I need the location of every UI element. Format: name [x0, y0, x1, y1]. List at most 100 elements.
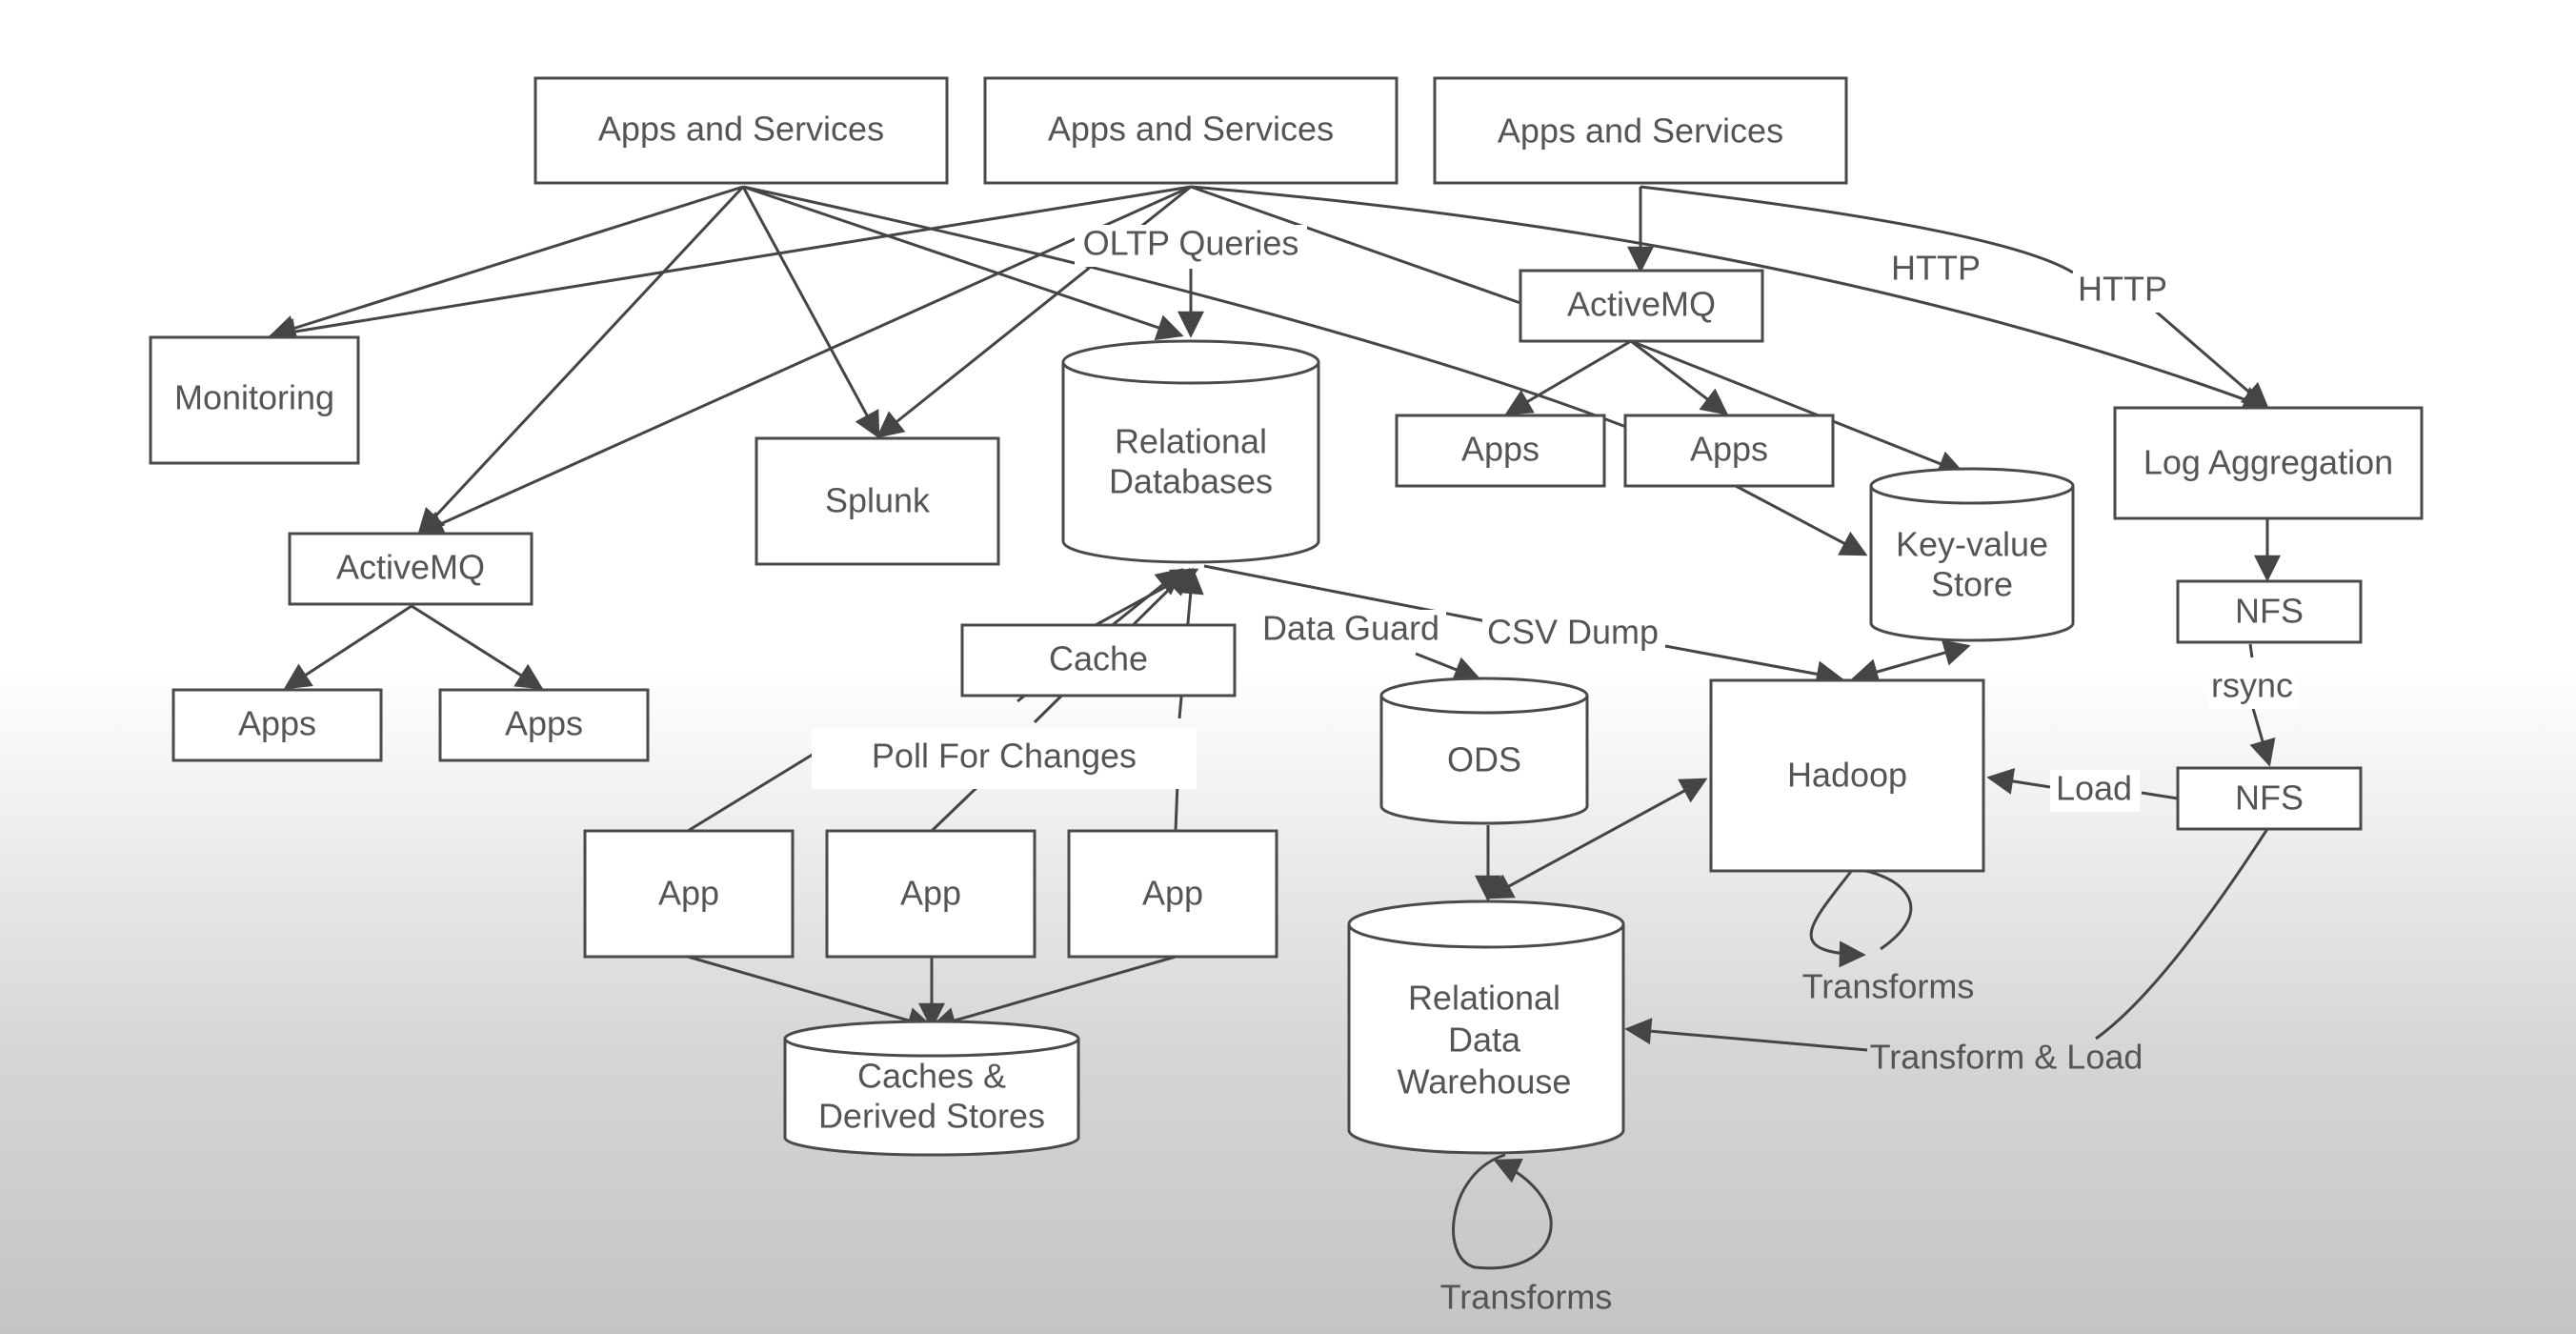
edge-data-guard-ods	[1415, 652, 1481, 682]
edge-activemq-right-kv-store	[1630, 339, 1965, 476]
edge-hadoop-self-loop	[1809, 867, 1913, 968]
splunk-label: Splunk	[825, 481, 931, 520]
nfs-bottom-box: NFS	[2176, 766, 2363, 831]
app-label-1: App	[658, 874, 719, 913]
app-box-3: App	[1067, 829, 1278, 959]
relational-databases-label-line-2: Databases	[1109, 462, 1273, 501]
app-box-2: App	[825, 829, 1036, 959]
data-warehouse-label-line-1: Relational	[1408, 979, 1560, 1018]
apps-services-box-1: Apps and Services	[533, 76, 949, 185]
apps-mid-box-2: Apps	[1623, 414, 1835, 488]
apps-services-box-3: Apps and Services	[1433, 76, 1848, 185]
nfs-top-box: NFS	[2176, 579, 2363, 644]
activemq-left-box: ActiveMQ	[288, 532, 533, 606]
app-label-3: App	[1142, 874, 1203, 913]
relational-data-warehouse-cylinder: Relational Data Warehouse	[1347, 899, 1625, 1155]
log-aggregation-box: Log Aggregation	[2113, 406, 2424, 520]
hadoop-label: Hadoop	[1787, 756, 1907, 795]
edge-nfs-transform-load	[2095, 828, 2269, 1041]
edge-apps2-activemq-right	[1190, 185, 1521, 305]
activemq-left-label: ActiveMQ	[336, 548, 485, 587]
poll-for-changes-label: Poll For Changes	[872, 737, 1137, 776]
edge-warehouse-self-loop	[1452, 1153, 1553, 1270]
ods-cylinder: ODS	[1379, 677, 1589, 825]
splunk-box: Splunk	[755, 436, 1000, 566]
apps-services-label-2: Apps and Services	[1048, 110, 1334, 149]
app-label-2: App	[900, 874, 961, 913]
edge-activemq-left-apps2	[411, 604, 544, 690]
activemq-right-label: ActiveMQ	[1567, 285, 1716, 324]
nfs-top-label: NFS	[2235, 592, 2304, 631]
load-label: Load	[2056, 769, 2132, 808]
nodes: Apps and Services Apps and Services Apps…	[149, 76, 2424, 1157]
data-warehouse-label-line-3: Warehouse	[1398, 1062, 1572, 1102]
edge-apps1-activemq-left	[417, 185, 745, 536]
nfs-bottom-label: NFS	[2235, 778, 2304, 818]
caches-derived-stores-label-line-2: Derived Stores	[818, 1097, 1045, 1136]
edge-kv-store-hadoop	[1851, 639, 1971, 685]
apps-mid-label-2: Apps	[1690, 430, 1768, 469]
edge-load-hadoop	[1986, 768, 2051, 795]
edge-activemq-right-apps-mid-1	[1504, 339, 1632, 415]
edge-app2-poll	[930, 781, 983, 833]
apps-left-box-2: Apps	[438, 688, 650, 762]
log-aggregation-label: Log Aggregation	[2143, 443, 2393, 482]
edge-nfs-load	[2141, 791, 2179, 800]
edge-apps1-relational-db	[742, 185, 1184, 341]
edge-app1-caches	[687, 955, 935, 1034]
edge-app1-poll	[687, 751, 816, 833]
edge-activemq-left-apps1	[283, 604, 413, 690]
monitoring-label: Monitoring	[174, 378, 334, 417]
apps-services-label-1: Apps and Services	[598, 110, 884, 149]
activemq-right-box: ActiveMQ	[1519, 269, 1764, 343]
key-value-store-cylinder: Key-value Store	[1869, 467, 2075, 642]
edge-activemq-right-apps-mid-2	[1630, 339, 1729, 415]
hadoop-box: Hadoop	[1709, 678, 1985, 873]
edge-apps3-log-aggregation	[1640, 185, 2074, 274]
edge-transform-load-warehouse	[1624, 1018, 1868, 1052]
edge-apps1-splunk	[741, 186, 880, 439]
edge-apps-mid-2-kv-store	[1735, 484, 1868, 556]
apps-left-label-1: Apps	[238, 704, 316, 743]
edge-app3-caches	[929, 955, 1177, 1034]
data-warehouse-label-line-2: Data	[1448, 1021, 1521, 1060]
relational-databases-cylinder: Relational Databases	[1061, 339, 1320, 564]
edge-nfs-rsync	[2248, 643, 2254, 658]
edge-cache-db	[1095, 568, 1199, 627]
apps-mid-box-1: Apps	[1395, 414, 1606, 488]
apps-left-box-1: Apps	[171, 688, 383, 762]
key-value-store-label-line-1: Key-value	[1896, 525, 2048, 564]
edge-http2-log-aggregation	[2154, 309, 2270, 410]
cache-label: Cache	[1049, 639, 1148, 678]
edge-apps2-monitoring	[269, 185, 1192, 345]
apps-services-box-2: Apps and Services	[983, 76, 1399, 185]
http-label-2: HTTP	[2078, 270, 2167, 309]
rsync-label: rsync	[2211, 666, 2293, 705]
transform-and-load-label: Transform & Load	[1870, 1038, 2143, 1077]
cache-box: Cache	[960, 623, 1237, 697]
transforms-warehouse-label: Transforms	[1440, 1278, 1613, 1317]
csv-dump-label: CSV Dump	[1487, 613, 1659, 652]
edge-hadoop-warehouse	[1485, 778, 1708, 899]
edge-apps2-log-aggregation	[1190, 185, 2270, 413]
ods-label: ODS	[1447, 740, 1521, 779]
edge-apps1-monitoring	[269, 185, 744, 341]
edge-apps2-activemq-left	[416, 185, 1192, 536]
apps-mid-label-1: Apps	[1461, 430, 1540, 469]
relational-databases-label-line-1: Relational	[1115, 422, 1267, 461]
caches-derived-stores-label-line-1: Caches &	[857, 1057, 1006, 1096]
caches-derived-stores-cylinder: Caches & Derived Stores	[783, 1020, 1080, 1157]
apps-services-label-3: Apps and Services	[1498, 111, 1783, 151]
edge-csv-dump-hadoop	[1664, 644, 1843, 688]
http-label-1: HTTP	[1891, 249, 1981, 288]
key-value-store-label-line-2: Store	[1931, 565, 2013, 604]
data-guard-label: Data Guard	[1262, 609, 1439, 648]
edge-labels: OLTP Queries HTTP HTTP Data Guard CSV Du…	[812, 224, 2298, 1317]
app-box-1: App	[583, 829, 795, 959]
oltp-queries-label: OLTP Queries	[1083, 224, 1299, 263]
transforms-hadoop-label: Transforms	[1802, 967, 1975, 1006]
monitoring-box: Monitoring	[149, 335, 360, 465]
edge-rsync-nfs	[2249, 704, 2276, 767]
apps-left-label-2: Apps	[505, 704, 583, 743]
